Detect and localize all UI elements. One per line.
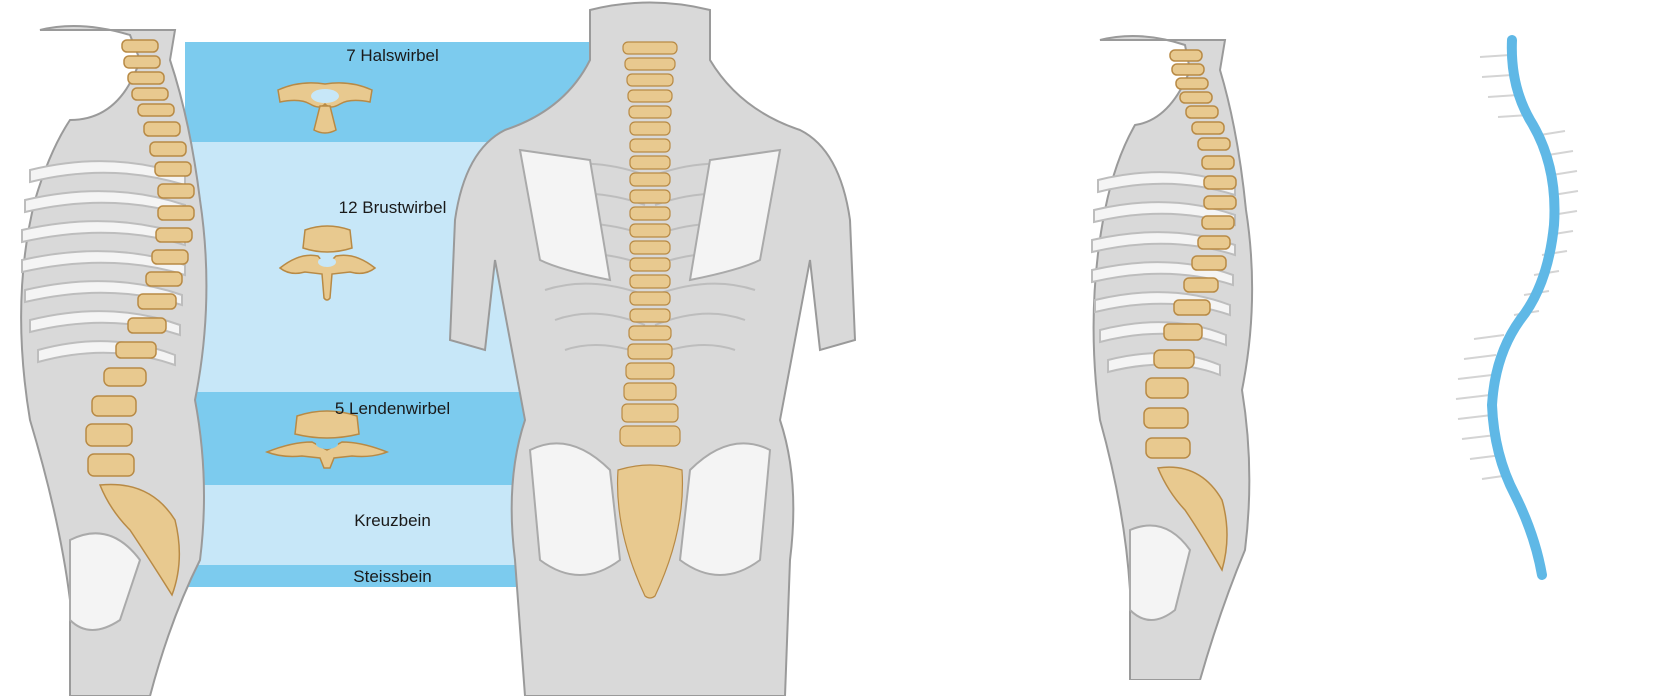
lateral-figure-right: [1070, 30, 1270, 680]
cervical-vertebra-icon: [270, 70, 380, 140]
posterior-figure: [440, 0, 860, 696]
spine-curve-diagram: [1440, 25, 1580, 595]
lateral-figure-left: [0, 0, 220, 696]
thoracic-vertebra-icon: [270, 222, 385, 302]
